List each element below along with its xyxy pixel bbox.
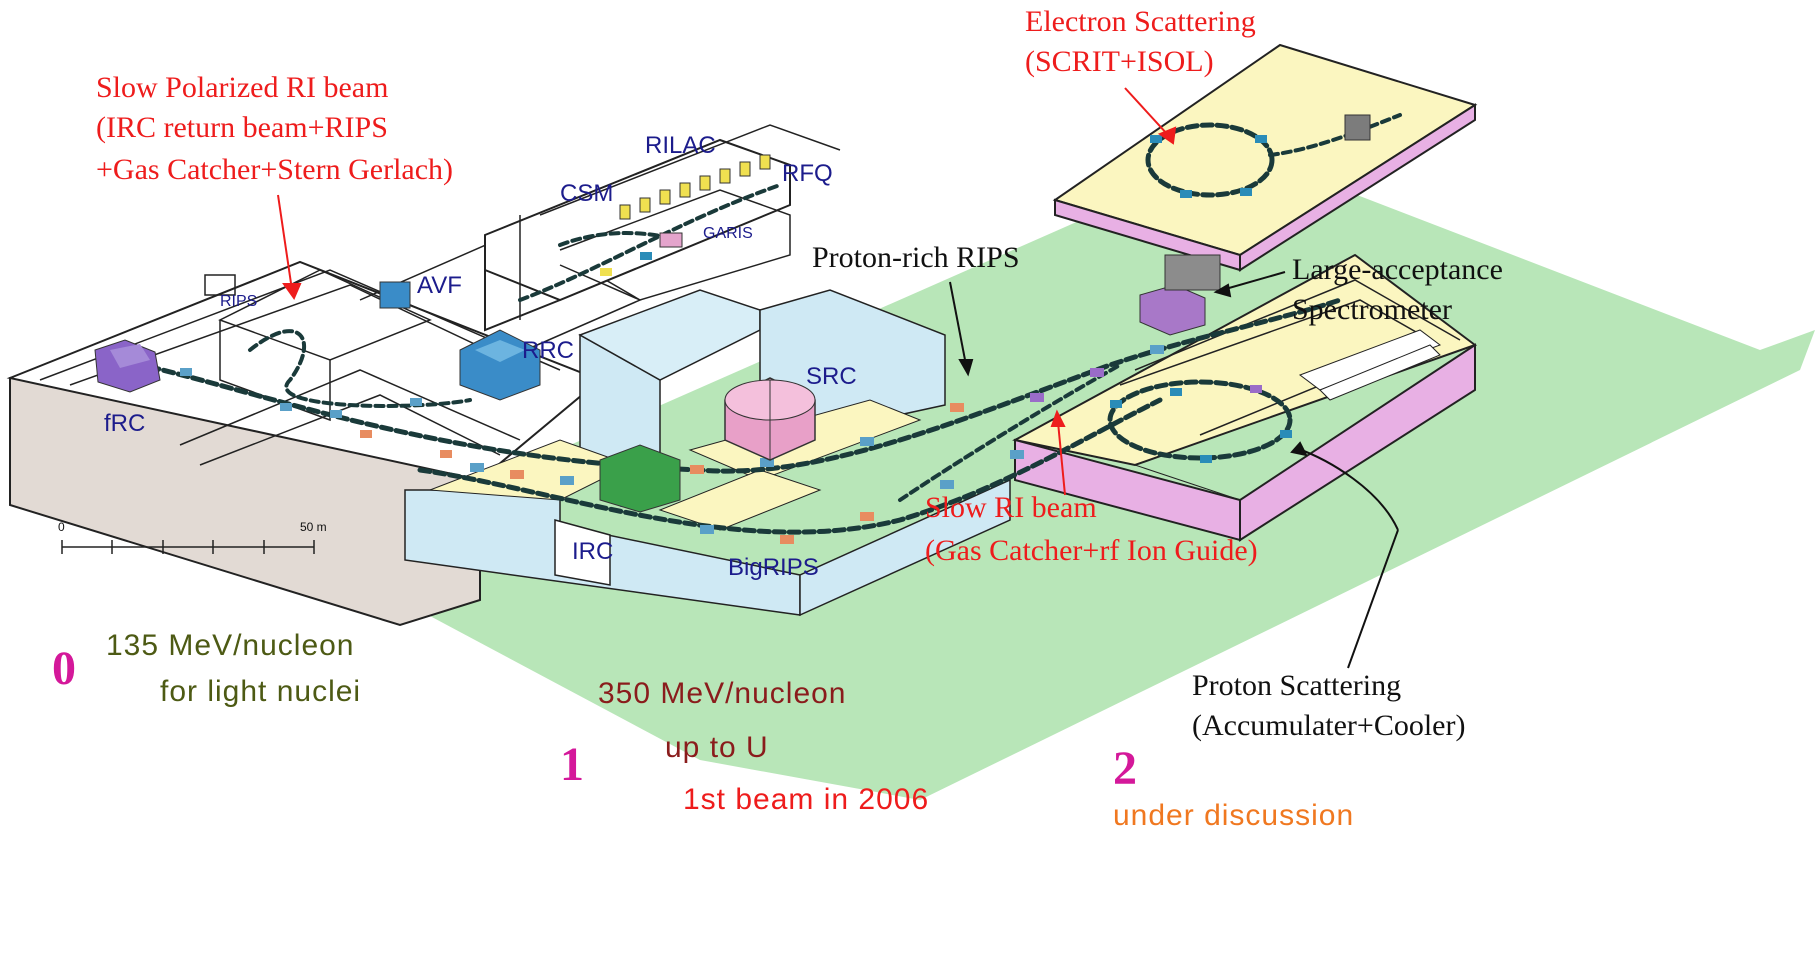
large-acceptance-line2: Spectrometer <box>1292 293 1452 326</box>
scale-bar <box>61 540 315 554</box>
electron-platform <box>1052 43 1478 272</box>
avf-label: AVF <box>417 272 462 299</box>
rips-label: RIPS <box>220 293 258 310</box>
large-acceptance-spectrometer <box>1139 254 1221 336</box>
slow-polarized-line1: Slow Polarized RI beam <box>96 71 389 104</box>
src-cyclotron <box>724 377 816 461</box>
slow-polarized-line3: +Gas Catcher+Stern Gerlach) <box>96 153 454 186</box>
rilac-label: RILAC <box>645 132 716 159</box>
proton-scattering-line1: Proton Scattering <box>1192 669 1402 702</box>
stage1-line2: up to U <box>665 731 769 764</box>
rfq-label: RFQ <box>782 160 833 187</box>
rilac-building <box>484 124 841 332</box>
csm-label: CSM <box>560 180 614 207</box>
stage1-line3: 1st beam in 2006 <box>683 783 930 816</box>
slow-polarized-line2: (IRC return beam+RIPS <box>96 111 388 144</box>
slow-ri-beam-line2: (Gas Catcher+rf Ion Guide) <box>925 534 1258 567</box>
stage1-line1: 350 MeV/nucleon <box>598 677 847 710</box>
frc-cyclotron <box>94 339 161 393</box>
avf-cyclotron <box>379 281 411 309</box>
stage2-line1: under discussion <box>1113 799 1355 832</box>
stage0-number: 0 <box>52 642 76 695</box>
src-label: SRC <box>806 363 857 390</box>
proton-scattering-line2: (Accumulater+Cooler) <box>1192 709 1466 742</box>
rrc-cyclotron <box>459 329 541 401</box>
callout-arrows <box>277 87 1399 669</box>
stage2-number: 2 <box>1113 742 1137 795</box>
irc-cyclotron <box>599 444 681 513</box>
large-acceptance-line1: Large-acceptance <box>1292 253 1503 286</box>
beamlines <box>117 113 1402 535</box>
rrc-label: RRC <box>522 337 574 364</box>
stage1-number: 1 <box>560 738 584 791</box>
slow-ri-beam-line1: Slow RI beam <box>925 491 1097 524</box>
stage0-line1: 135 MeV/nucleon <box>106 629 355 662</box>
electron-scattering-line1: Electron Scattering <box>1025 5 1256 38</box>
bigrips-label: BigRIPS <box>728 554 819 581</box>
scrit-detector <box>1344 114 1371 141</box>
scale-start-label: 0 <box>58 520 65 534</box>
stage0-line2: for light nuclei <box>160 675 362 708</box>
electron-scattering-line2: (SCRIT+ISOL) <box>1025 45 1214 78</box>
proton-rich-rips-label: Proton-rich RIPS <box>812 241 1020 274</box>
experimental-hall <box>1012 253 1478 542</box>
rilac-cavities <box>619 154 771 220</box>
garis-label: GARIS <box>703 225 753 242</box>
irc-label: IRC <box>572 538 614 565</box>
garis-separator <box>659 232 683 248</box>
scale-end-label: 50 m <box>300 520 327 534</box>
frc-label: fRC <box>104 410 146 437</box>
